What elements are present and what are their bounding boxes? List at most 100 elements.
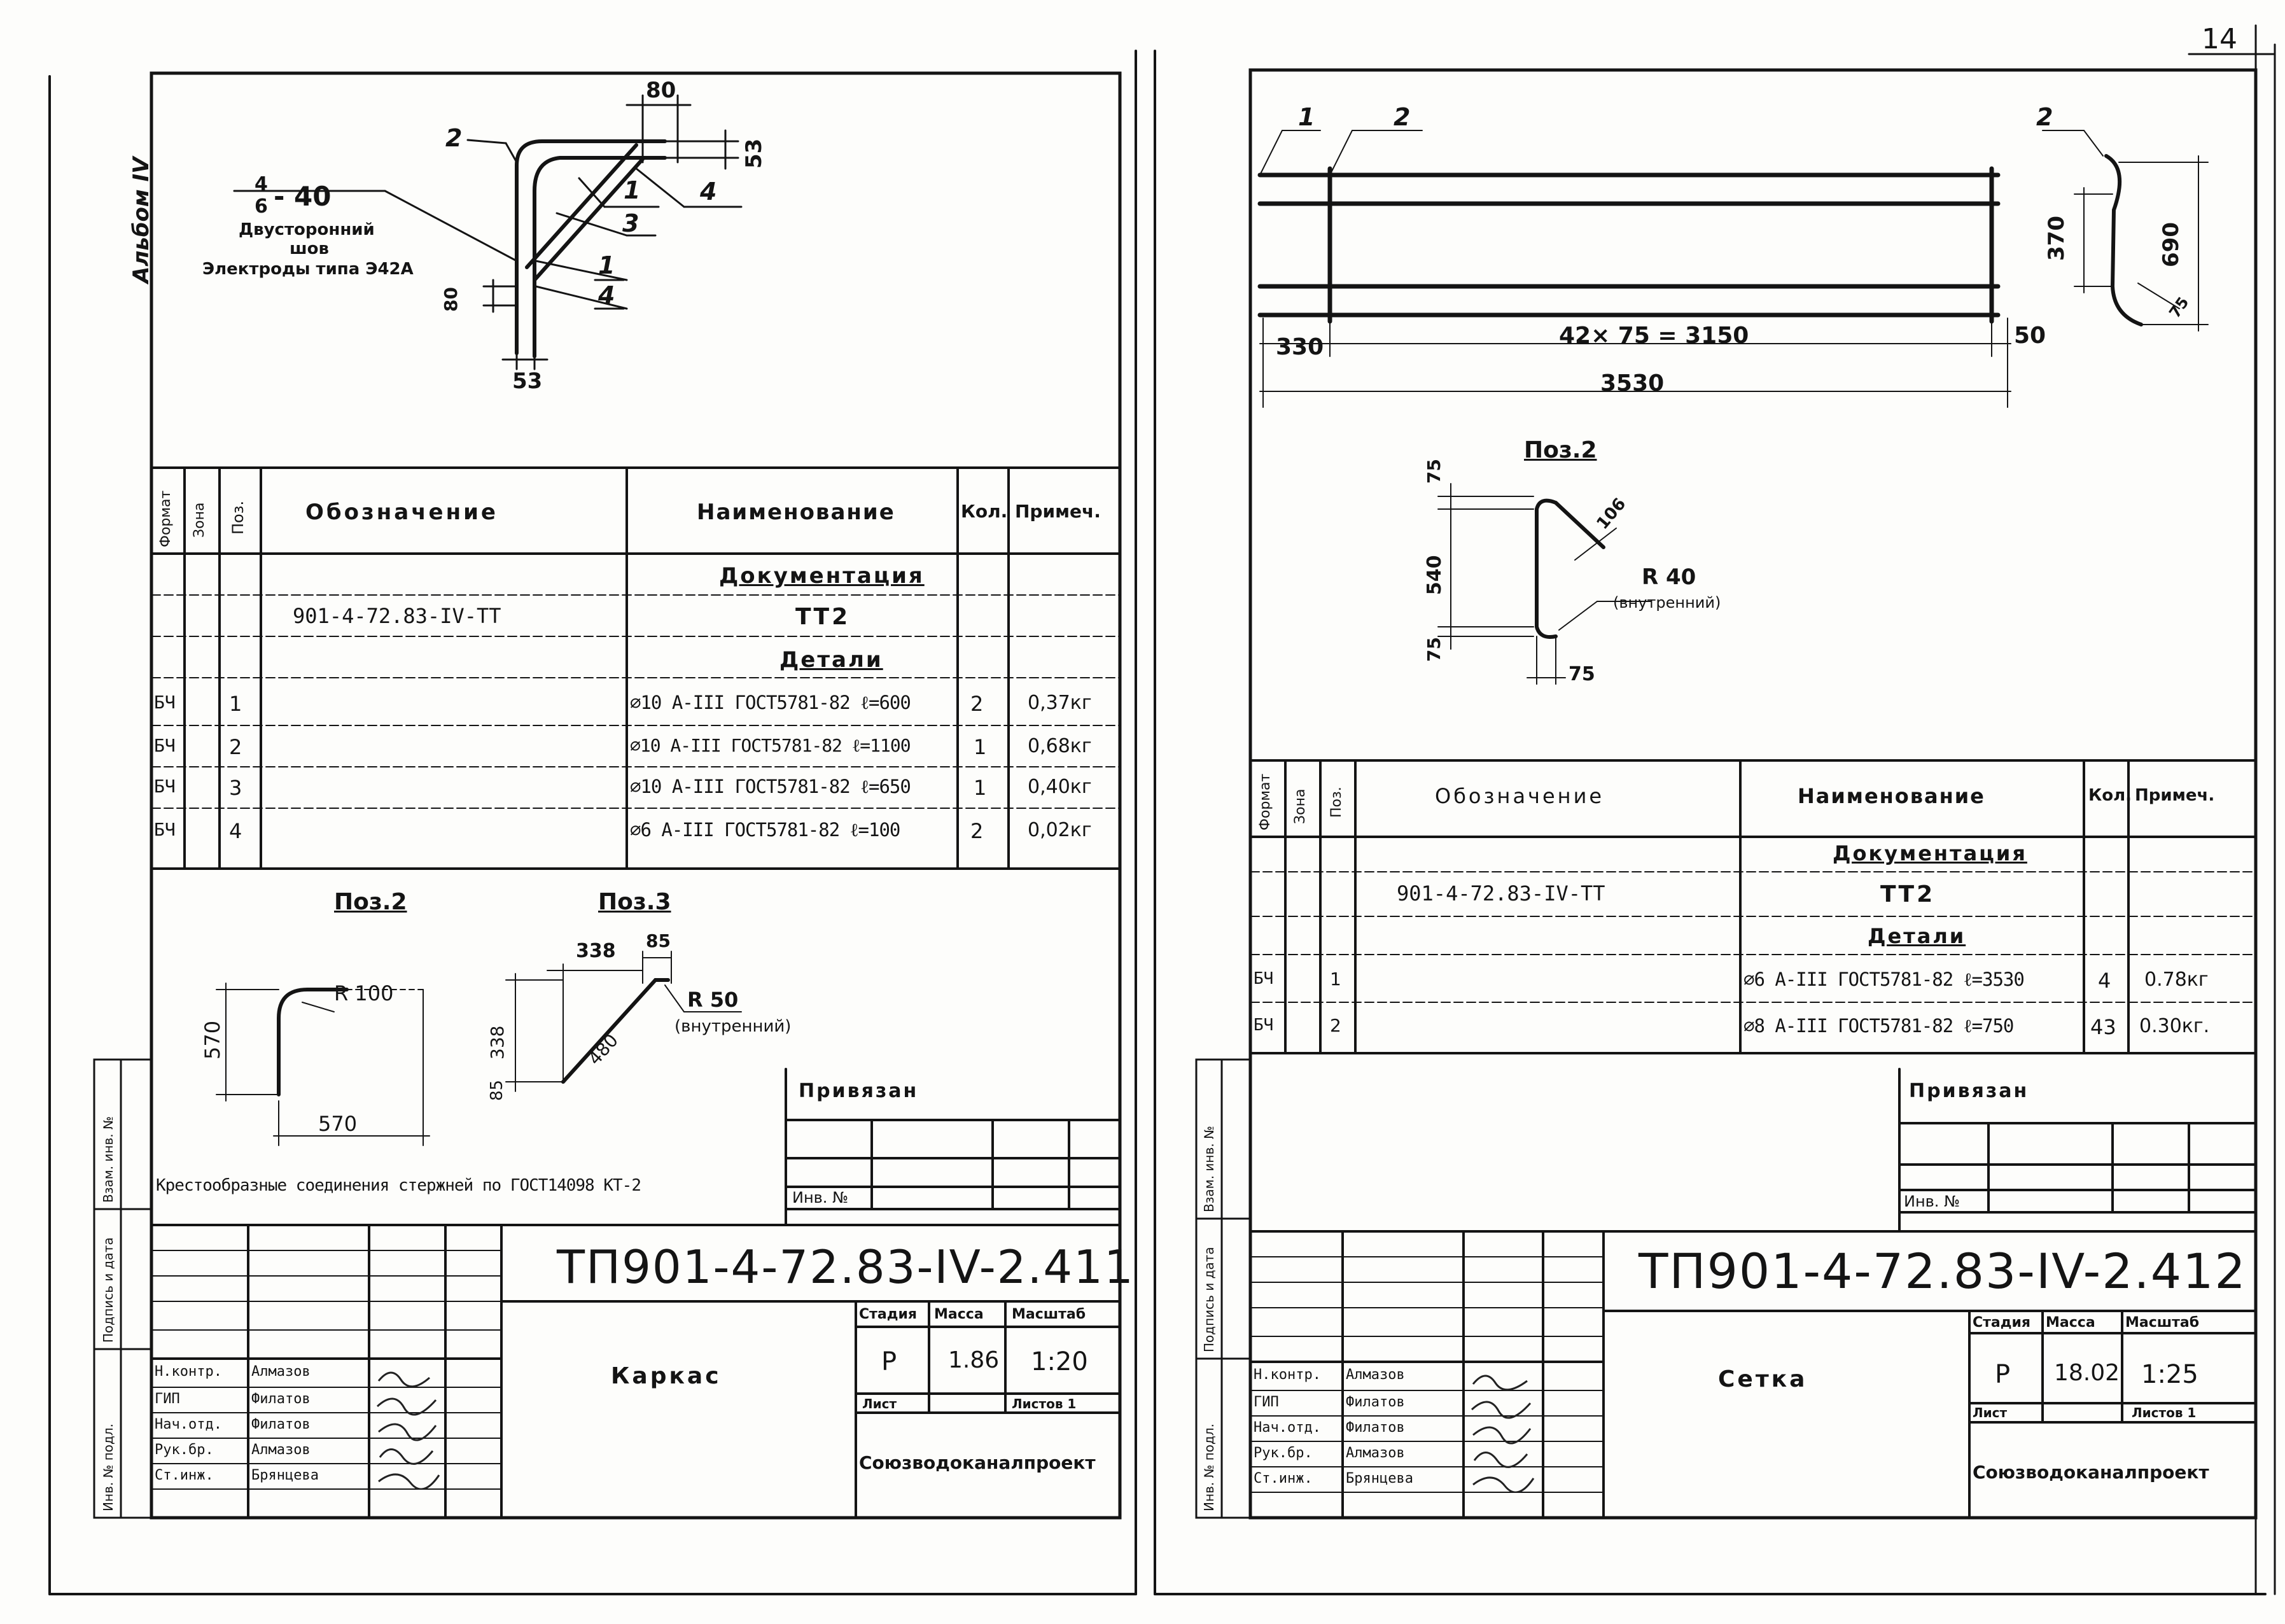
header-zone: Зона [192,502,207,538]
pos-mark-3: 3 [622,209,639,237]
staff-role: Ст.инж. [1254,1471,1313,1487]
binding-inv: Инв. № [792,1189,849,1207]
pos-mark-1a: 1 [624,176,641,204]
pos-mark-2: 2 [445,124,463,152]
left-pos2-dims [216,983,430,1146]
header-note: Примеч. [1015,501,1101,522]
header-format: Формат [1257,773,1273,830]
weld-fraction-bottom: 6 [255,195,268,218]
staff-role: Рук.бр. [155,1442,214,1458]
spec-row-pos: 3 [229,776,242,800]
spec-row-format: БЧ [154,776,176,797]
staff-name: Алмазов [1346,1367,1405,1383]
right-mesh-dims [1259,130,2011,408]
staff-name: Алмазов [251,1442,311,1458]
staff-role: ГИП [1254,1394,1279,1410]
staff-name: Филатов [251,1391,311,1407]
pos2-dim-width: 570 [318,1112,358,1136]
staff-role: Н.контр. [1254,1367,1321,1383]
right-spec-rows [1250,871,2256,1003]
staff-role: Рук.бр. [1254,1445,1313,1461]
sheets-header: Листов 1 [1012,1396,1077,1411]
weld-size: - 40 [274,181,332,212]
right-mesh-bars [1257,166,2001,324]
right-pos2-radius: R 40 [1642,564,1696,590]
spec-row-pos: 2 [229,735,242,759]
header-pos: Поз. [1329,787,1345,818]
spec-row-name: ⌀10 А-III ГОСТ5781-82 ℓ=1100 [630,735,911,756]
left-pos3-sketch [561,978,670,1084]
right-pos2-dims [1437,483,1652,685]
staff-name: Алмазов [251,1364,311,1380]
mesh-pos-mark-1: 1 [1298,103,1315,131]
spec-row-format: БЧ [1254,969,1274,988]
side-stamp-original-inv: Инв. № подл. [1201,1424,1217,1511]
spec-row-note: 0,40кг [1028,776,1092,798]
weld-type-1: Двусторонний [239,220,375,239]
spec-row-note: 0.30кг. [2139,1015,2210,1037]
welding-note: Крестообразные соединения стержней по ГО… [156,1176,641,1195]
page-number: 14 [2202,23,2237,55]
header-zone: Зона [1292,788,1308,824]
sheet-header: Лист [1973,1405,2008,1420]
staff-role: Ст.инж. [155,1467,214,1483]
header-pos: Поз. [229,500,247,535]
spec-row-note: 0,37кг [1028,692,1092,714]
mesh-pos-mark-2: 2 [1394,103,1411,131]
side-stamp-replace-inv: Взам. инв. № [101,1116,116,1203]
header-format: Формат [158,490,174,547]
weld-fraction-top: 4 [255,173,268,195]
spec-row-note: 0.78кг [2144,969,2209,991]
stage-value: Р [881,1347,897,1376]
mass-header: Масса [934,1306,984,1322]
spec-row-name: ⌀10 А-III ГОСТ5781-82 ℓ=600 [630,692,911,713]
right-frame [1248,68,2258,1520]
mass-header: Масса [2046,1315,2095,1331]
spec-row-note: 0,02кг [1028,819,1092,841]
left-title-block-rows [151,1250,502,1490]
dim-80-left: 80 [440,287,461,312]
scale-header: Масштаб [2125,1315,2200,1331]
spec-row-format: БЧ [154,735,176,756]
left-spec-grid [150,466,1121,870]
header-designation: Обозначение [305,500,498,525]
left-pos3-dims [505,951,742,1092]
dim-80-top: 80 [646,78,676,103]
right-title-block-rows [1250,1256,1604,1493]
right-side-stamp [1195,1058,1252,1519]
pos3-radius-note: (внутренний) [674,1017,792,1036]
spec-row-qty: 2 [970,692,984,716]
signatures [1471,1375,1535,1492]
header-name: Наименование [1798,784,1985,808]
left-side-stamp [93,1058,153,1519]
binding-inv: Инв. № [1904,1193,1960,1210]
spec-row-qty: 1 [974,776,987,800]
pos-mark-1b: 1 [598,251,615,279]
spec-row-pos: 2 [1330,1015,1341,1036]
header-designation: Обозначение [1435,784,1605,808]
pos-mark-4a: 4 [700,178,717,206]
stage-value: Р [1995,1360,2011,1389]
dim-53-bottom: 53 [512,368,543,394]
dim-330: 330 [1276,334,1324,360]
spec-row-name: ⌀6 А-III ГОСТ5781-82 ℓ=100 [630,819,900,841]
pos3-title: Поз.3 [598,889,671,915]
pos2-dim-height: 570 [200,1020,225,1060]
left-frame [150,71,1122,1520]
pos3-dim-338-left: 338 [487,1025,508,1060]
spec-row-qty: 2 [970,819,984,843]
drawing-name: Каркас [611,1363,722,1389]
dim-3530: 3530 [1600,370,1665,396]
side-stamp-signature-date: Подпись и дата [1201,1247,1217,1352]
right-pos2-sketch [1535,498,1605,639]
weld-type-2: шов [290,239,329,258]
dim-42x75: 42× 75 = 3150 [1559,323,1749,349]
signatures [376,1371,440,1489]
spec-row-name: ⌀10 А-III ГОСТ5781-82 ℓ=650 [630,776,911,797]
drawing-code: ТП901-4-72.83-IV-2.411 [557,1240,1135,1294]
mass-value: 1.86 [948,1347,1000,1373]
sheets-header: Листов 1 [2132,1405,2197,1420]
spec-row-pos: 1 [1330,969,1341,990]
album-label: Альбом IV [129,157,154,283]
